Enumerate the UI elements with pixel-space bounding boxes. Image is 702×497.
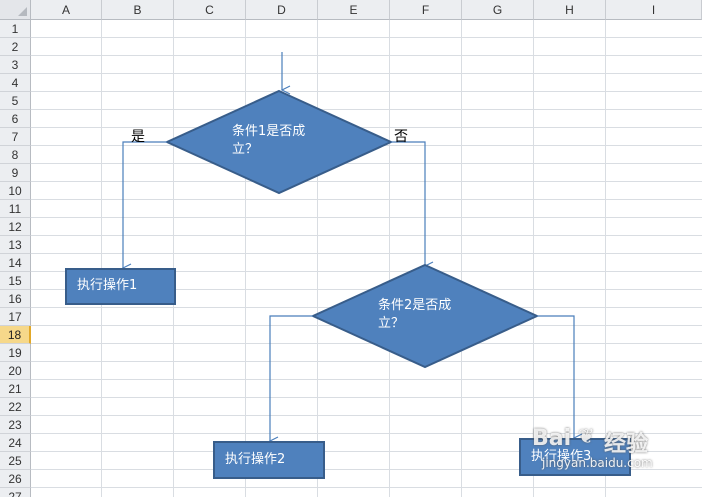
column-gridline — [533, 20, 534, 497]
decision1-diamond[interactable] — [164, 89, 394, 195]
row-header-23[interactable]: 23 — [0, 416, 31, 434]
action2-label: 执行操作2 — [225, 452, 286, 467]
row-gridline — [31, 199, 702, 200]
column-gridline — [605, 20, 606, 497]
row-header-3[interactable]: 3 — [0, 56, 31, 74]
row-gridline — [31, 91, 702, 92]
row-header-2[interactable]: 2 — [0, 38, 31, 56]
row-header-13[interactable]: 13 — [0, 236, 31, 254]
row-header-22[interactable]: 22 — [0, 398, 31, 416]
row-gridline — [31, 397, 702, 398]
row-header-11[interactable]: 11 — [0, 200, 31, 218]
row-gridline — [31, 55, 702, 56]
paw-icon: ❦ — [578, 426, 595, 448]
column-header-f[interactable]: F — [390, 0, 462, 20]
row-gridline — [31, 487, 702, 488]
row-header-25[interactable]: 25 — [0, 452, 31, 470]
row-gridline — [31, 127, 702, 128]
row-header-19[interactable]: 19 — [0, 344, 31, 362]
action2-box[interactable]: 执行操作2 — [213, 441, 325, 479]
column-gridline — [461, 20, 462, 497]
action3-box[interactable]: 执行操作3 — [519, 438, 631, 476]
column-header-e[interactable]: E — [318, 0, 390, 20]
column-header-c[interactable]: C — [174, 0, 246, 20]
row-gridline — [31, 415, 702, 416]
column-gridline — [317, 20, 318, 497]
decision2-diamond[interactable] — [310, 263, 540, 369]
row-header-12[interactable]: 12 — [0, 218, 31, 236]
watermark-brand: Bai — [532, 426, 572, 451]
row-gridline — [31, 37, 702, 38]
row-gridline — [31, 469, 702, 470]
row-gridline — [31, 163, 702, 164]
row-header-5[interactable]: 5 — [0, 92, 31, 110]
row-header-15[interactable]: 15 — [0, 272, 31, 290]
watermark-url: jingyan.baidu.com — [542, 456, 653, 470]
row-header-9[interactable]: 9 — [0, 164, 31, 182]
row-gridline — [31, 379, 702, 380]
watermark-brand-cn: 经验 — [604, 432, 649, 457]
row-gridline — [31, 109, 702, 110]
row-gridline — [31, 451, 702, 452]
row-gridline — [31, 289, 702, 290]
row-gridline — [31, 235, 702, 236]
row-header-1[interactable]: 1 — [0, 20, 31, 38]
row-header-24[interactable]: 24 — [0, 434, 31, 452]
decision2-text: 条件2是否成 立？ — [378, 298, 452, 331]
column-header-g[interactable]: G — [462, 0, 534, 20]
column-header-h[interactable]: H — [534, 0, 606, 20]
row-gridline — [31, 271, 702, 272]
row-gridline — [31, 253, 702, 254]
action3-label: 执行操作3 — [531, 449, 592, 464]
row-gridline — [31, 181, 702, 182]
decision2-right-connector — [537, 315, 574, 438]
row-gridline — [31, 433, 702, 434]
row-gridline — [31, 73, 702, 74]
decision1-text: 条件1是否成 立？ — [232, 124, 306, 157]
row-header-16[interactable]: 16 — [0, 290, 31, 308]
column-header-d[interactable]: D — [246, 0, 318, 20]
row-header-18[interactable]: 18 — [0, 326, 31, 344]
column-header-b[interactable]: B — [102, 0, 174, 20]
decision2-left-connector — [270, 315, 313, 441]
row-header-7[interactable]: 7 — [0, 128, 31, 146]
row-header-6[interactable]: 6 — [0, 110, 31, 128]
row-gridline — [31, 343, 702, 344]
column-gridline — [389, 20, 390, 497]
column-gridline — [173, 20, 174, 497]
row-gridline — [31, 361, 702, 362]
row-header-14[interactable]: 14 — [0, 254, 31, 272]
row-header-21[interactable]: 21 — [0, 380, 31, 398]
action1-box[interactable]: 执行操作1 — [65, 268, 176, 305]
row-gridline — [31, 217, 702, 218]
column-gridline — [101, 20, 102, 497]
row-header-20[interactable]: 20 — [0, 362, 31, 380]
row-header-26[interactable]: 26 — [0, 470, 31, 488]
yes-label: 是 — [131, 129, 145, 145]
no-connector — [391, 141, 425, 266]
no-label: 否 — [394, 129, 408, 145]
row-header-17[interactable]: 17 — [0, 308, 31, 326]
column-header-a[interactable]: A — [31, 0, 102, 20]
row-header-10[interactable]: 10 — [0, 182, 31, 200]
row-header-4[interactable]: 4 — [0, 74, 31, 92]
baidu-watermark: Bai ❦ 经验 jingyan.baidu.com — [530, 420, 680, 475]
column-gridline — [245, 20, 246, 497]
yes-connector — [123, 141, 167, 268]
row-header-8[interactable]: 8 — [0, 146, 31, 164]
select-all-corner[interactable] — [0, 0, 31, 20]
action1-label: 执行操作1 — [77, 278, 138, 293]
row-header-27[interactable]: 27 — [0, 488, 31, 497]
